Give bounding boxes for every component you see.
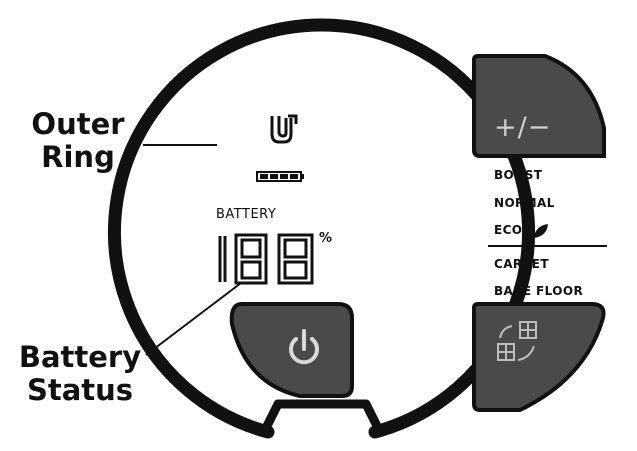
bottom-notch	[257, 399, 387, 439]
battery-status-leader	[145, 282, 242, 356]
adjust-button-shape	[472, 54, 606, 158]
adjust-button-label: +/−	[494, 112, 552, 143]
battery-status-label-line2: Status	[26, 373, 134, 407]
mode-normal: NORMAL	[494, 196, 555, 210]
surface-bare-floor: BARE FLOOR	[494, 284, 584, 298]
outer-ring-label-line1: Outer	[31, 107, 125, 141]
outer-ring-callout: Outer Ring	[18, 108, 138, 174]
mode-eco: ECO	[494, 223, 523, 237]
battery-status-label-line1: Battery	[18, 340, 142, 374]
battery-readout-digits	[218, 233, 314, 285]
adjust-button[interactable]: +/−	[476, 58, 602, 154]
eco-leaf-icon	[534, 224, 548, 238]
surface-button-shape	[472, 302, 606, 412]
battery-label: BATTERY	[216, 207, 277, 222]
outer-ring-label-line2: Ring	[41, 140, 115, 174]
battery-status-callout: Battery Status	[0, 341, 160, 407]
battery-bars-icon	[256, 171, 304, 182]
surface-toggle-button[interactable]	[476, 306, 602, 408]
surface-toggle-icon	[497, 321, 537, 361]
power-icon	[289, 329, 319, 365]
percent-sign: %	[319, 231, 333, 246]
vacuum-icon	[270, 114, 298, 144]
mode-boost: BOOST	[494, 168, 543, 182]
power-button[interactable]	[234, 306, 350, 394]
surface-carpet: CARPET	[494, 257, 549, 271]
